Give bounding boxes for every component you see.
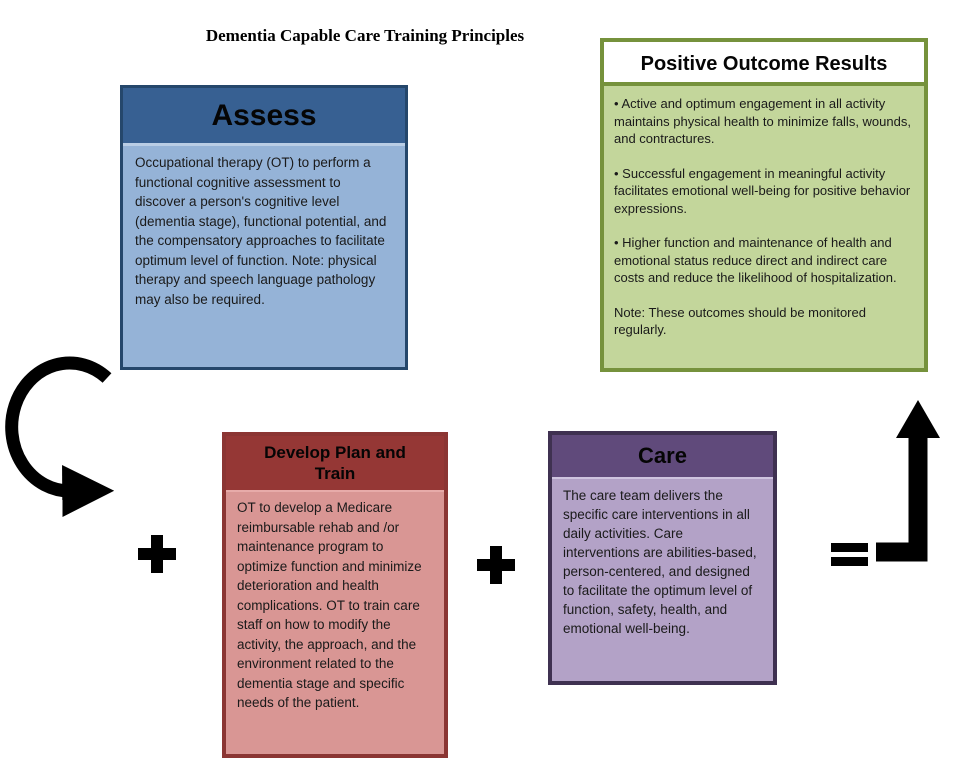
positive-outcome-results-body: • Active and optimum engagement in all a… [604, 86, 924, 348]
outcome-bullet-2: • Successful engagement in meaningful ac… [614, 165, 911, 216]
care-box-header: Care [552, 435, 773, 477]
equals-bottom-bar [831, 557, 868, 566]
outcome-bullet-1: • Active and optimum engagement in all a… [614, 96, 911, 146]
plus-left-vertical-bar [151, 535, 163, 573]
page-title: Dementia Capable Care Training Principle… [205, 26, 525, 45]
positive-outcome-results-header: Positive Outcome Results [604, 42, 924, 86]
plus-sign-middle [477, 546, 515, 584]
develop-plan-and-train-header: Develop Plan and Train [226, 436, 444, 490]
assess-box: Assess Occupational therapy (OT) to perf… [120, 85, 408, 370]
develop-plan-and-train-body: OT to develop a Medicare reimbursable re… [226, 490, 444, 719]
care-box-body: The care team delivers the specific care… [552, 477, 773, 645]
outcome-bullet-3: • Higher function and maintenance of hea… [614, 235, 897, 285]
equals-sign [831, 543, 868, 567]
develop-plan-and-train-box: Develop Plan and Train OT to develop a M… [222, 432, 448, 758]
positive-outcome-results-box: Positive Outcome Results • Active and op… [600, 38, 928, 372]
outcome-note: Note: These outcomes should be monitored… [614, 304, 866, 338]
assess-box-body: Occupational therapy (OT) to perform a f… [123, 143, 405, 316]
plus-sign-left [138, 535, 176, 573]
assess-box-header: Assess [123, 88, 405, 143]
equals-top-bar [831, 543, 868, 552]
cycle-arrow-icon [5, 356, 115, 518]
care-box: Care The care team delivers the specific… [548, 431, 777, 685]
up-arrow-icon [876, 400, 940, 562]
plus-middle-vertical-bar [490, 546, 502, 584]
